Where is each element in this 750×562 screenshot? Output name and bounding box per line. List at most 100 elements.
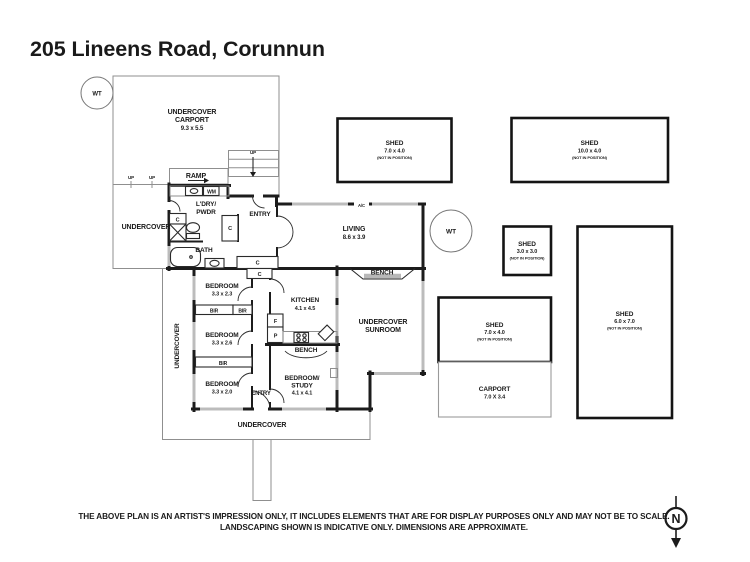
closet-box <box>246 267 273 280</box>
shed-dims: 7.0 x 4.0 <box>484 330 505 336</box>
bath-label: BATH <box>195 247 213 254</box>
shed-label: SHED <box>616 311 634 318</box>
wm-label: WM <box>207 190 216 196</box>
laundry-label: L'DRY/ <box>196 201 216 208</box>
shed-tall <box>576 225 674 420</box>
water-tanks <box>80 76 473 253</box>
bir-label: BIR <box>238 309 247 315</box>
door-arc <box>168 200 181 212</box>
outbuildings <box>336 116 674 420</box>
room-labels: WT WT UNDERCOVER CARPORT 9.3 x 5.5 RAMP … <box>92 92 456 430</box>
shed-dims: 3.0 x 3.0 <box>517 249 538 255</box>
carport-outline <box>112 75 280 269</box>
closet-label: C <box>258 272 262 278</box>
bedroom3-dims: 3.3 x 2.0 <box>212 390 233 396</box>
compass: N <box>664 496 688 548</box>
shed-note: (NOT IN POSITION) <box>607 326 643 331</box>
bedroom1-label: BEDROOM <box>205 283 238 290</box>
bathtub <box>169 246 202 268</box>
toilet-tank <box>185 232 201 240</box>
bench-label: BENCH <box>371 270 394 277</box>
carport-dims: 9.3 x 5.5 <box>181 126 204 132</box>
ac-wall-gap <box>354 200 369 208</box>
arrowhead <box>204 177 209 184</box>
washing-machine <box>202 185 220 197</box>
shed-label: SHED <box>581 140 599 147</box>
kitchen-dims: 4.1 x 4.5 <box>295 306 316 312</box>
shed-note: (NOT IN POSITION) <box>510 256 546 261</box>
water-tank-label: WT <box>92 92 102 98</box>
burner <box>302 333 307 338</box>
door-arc <box>251 390 271 410</box>
closet-label: C <box>256 261 260 267</box>
living-label: LIVING <box>343 226 366 233</box>
bir-box <box>194 356 253 368</box>
entry-label: ENTRY <box>249 211 271 218</box>
sunroom-label: SUNROOM <box>365 327 401 334</box>
bathtub-drain <box>189 255 193 259</box>
door-arc <box>276 231 294 249</box>
undercover-label: UNDERCOVER <box>238 422 287 429</box>
page-title: 205 Lineens Road, Corunnun <box>30 37 325 61</box>
shed-dims: 7.0 x 4.0 <box>384 149 405 155</box>
undercover-label: UNDERCOVER <box>174 323 181 369</box>
outdoor-outlines <box>112 75 371 501</box>
door-arc <box>269 278 285 294</box>
up-label: UP <box>128 175 134 180</box>
bedroom2-label: BEDROOM <box>205 332 238 339</box>
up-label: UP <box>250 150 256 155</box>
shed-label: SHED <box>486 322 504 329</box>
door-arc <box>237 286 253 302</box>
shed-note: (NOT IN POSITION) <box>377 155 413 160</box>
ac-unit <box>330 368 338 378</box>
bir-label: BIR <box>219 361 228 367</box>
shed-note: (NOT IN POSITION) <box>477 337 513 342</box>
burner <box>296 333 301 338</box>
pantry-label: P <box>274 334 278 340</box>
ramp-label: RAMP <box>186 173 207 180</box>
bir-box <box>232 304 253 316</box>
up-label: UP <box>149 175 155 180</box>
burner <box>296 337 301 343</box>
door-arc <box>269 388 285 404</box>
basin <box>204 257 225 269</box>
basin-bowl <box>209 259 220 267</box>
kitchen-sink <box>317 324 335 342</box>
arrowhead <box>250 172 256 177</box>
compass-north-label: N <box>672 512 681 526</box>
outbuilding-labels: SHED 7.0 x 4.0 (NOT IN POSITION) SHED 10… <box>377 140 643 401</box>
water-tank-circle <box>429 209 473 253</box>
carport-detached <box>437 361 552 418</box>
compass-circle <box>664 506 688 531</box>
disclaimer: THE ABOVE PLAN IS AN ARTIST'S IMPRESSION… <box>78 512 669 532</box>
shed-label: SHED <box>386 140 404 147</box>
laundry-sink <box>184 185 204 197</box>
door-arc <box>237 372 253 388</box>
carport-label: UNDERCOVER <box>168 109 217 116</box>
disclaimer-line1: THE ABOVE PLAN IS AN ARTIST'S IMPRESSION… <box>78 512 669 521</box>
shed-dims: 6.0 x 7.0 <box>614 319 635 325</box>
ac-label: A/C <box>358 203 365 208</box>
water-tank-label: WT <box>446 229 456 236</box>
stove <box>293 331 310 344</box>
bedroom-study-dims: 4.1 x 4.1 <box>292 391 313 397</box>
carport-detached-dims: 7.0 X 3.4 <box>484 395 506 401</box>
door-arc <box>276 215 294 233</box>
fixtures <box>168 157 416 378</box>
laundry-sink-bowl <box>189 188 199 194</box>
door-arc <box>252 195 265 209</box>
bench-curve <box>284 350 328 359</box>
closet-label: C <box>176 218 180 224</box>
bedroom3-label: BEDROOM <box>205 381 238 388</box>
shed-dims: 10.0 x 4.0 <box>578 149 602 155</box>
fridge-label: F <box>274 319 278 325</box>
burner <box>302 337 307 343</box>
carport-label: CARPORT <box>175 117 210 124</box>
closet-box <box>221 214 239 242</box>
bir-label: BIR <box>210 309 219 315</box>
door-arc <box>237 330 253 346</box>
shower-cross <box>169 223 187 242</box>
closet-label: C <box>228 226 232 232</box>
walkway-outline <box>252 439 272 501</box>
